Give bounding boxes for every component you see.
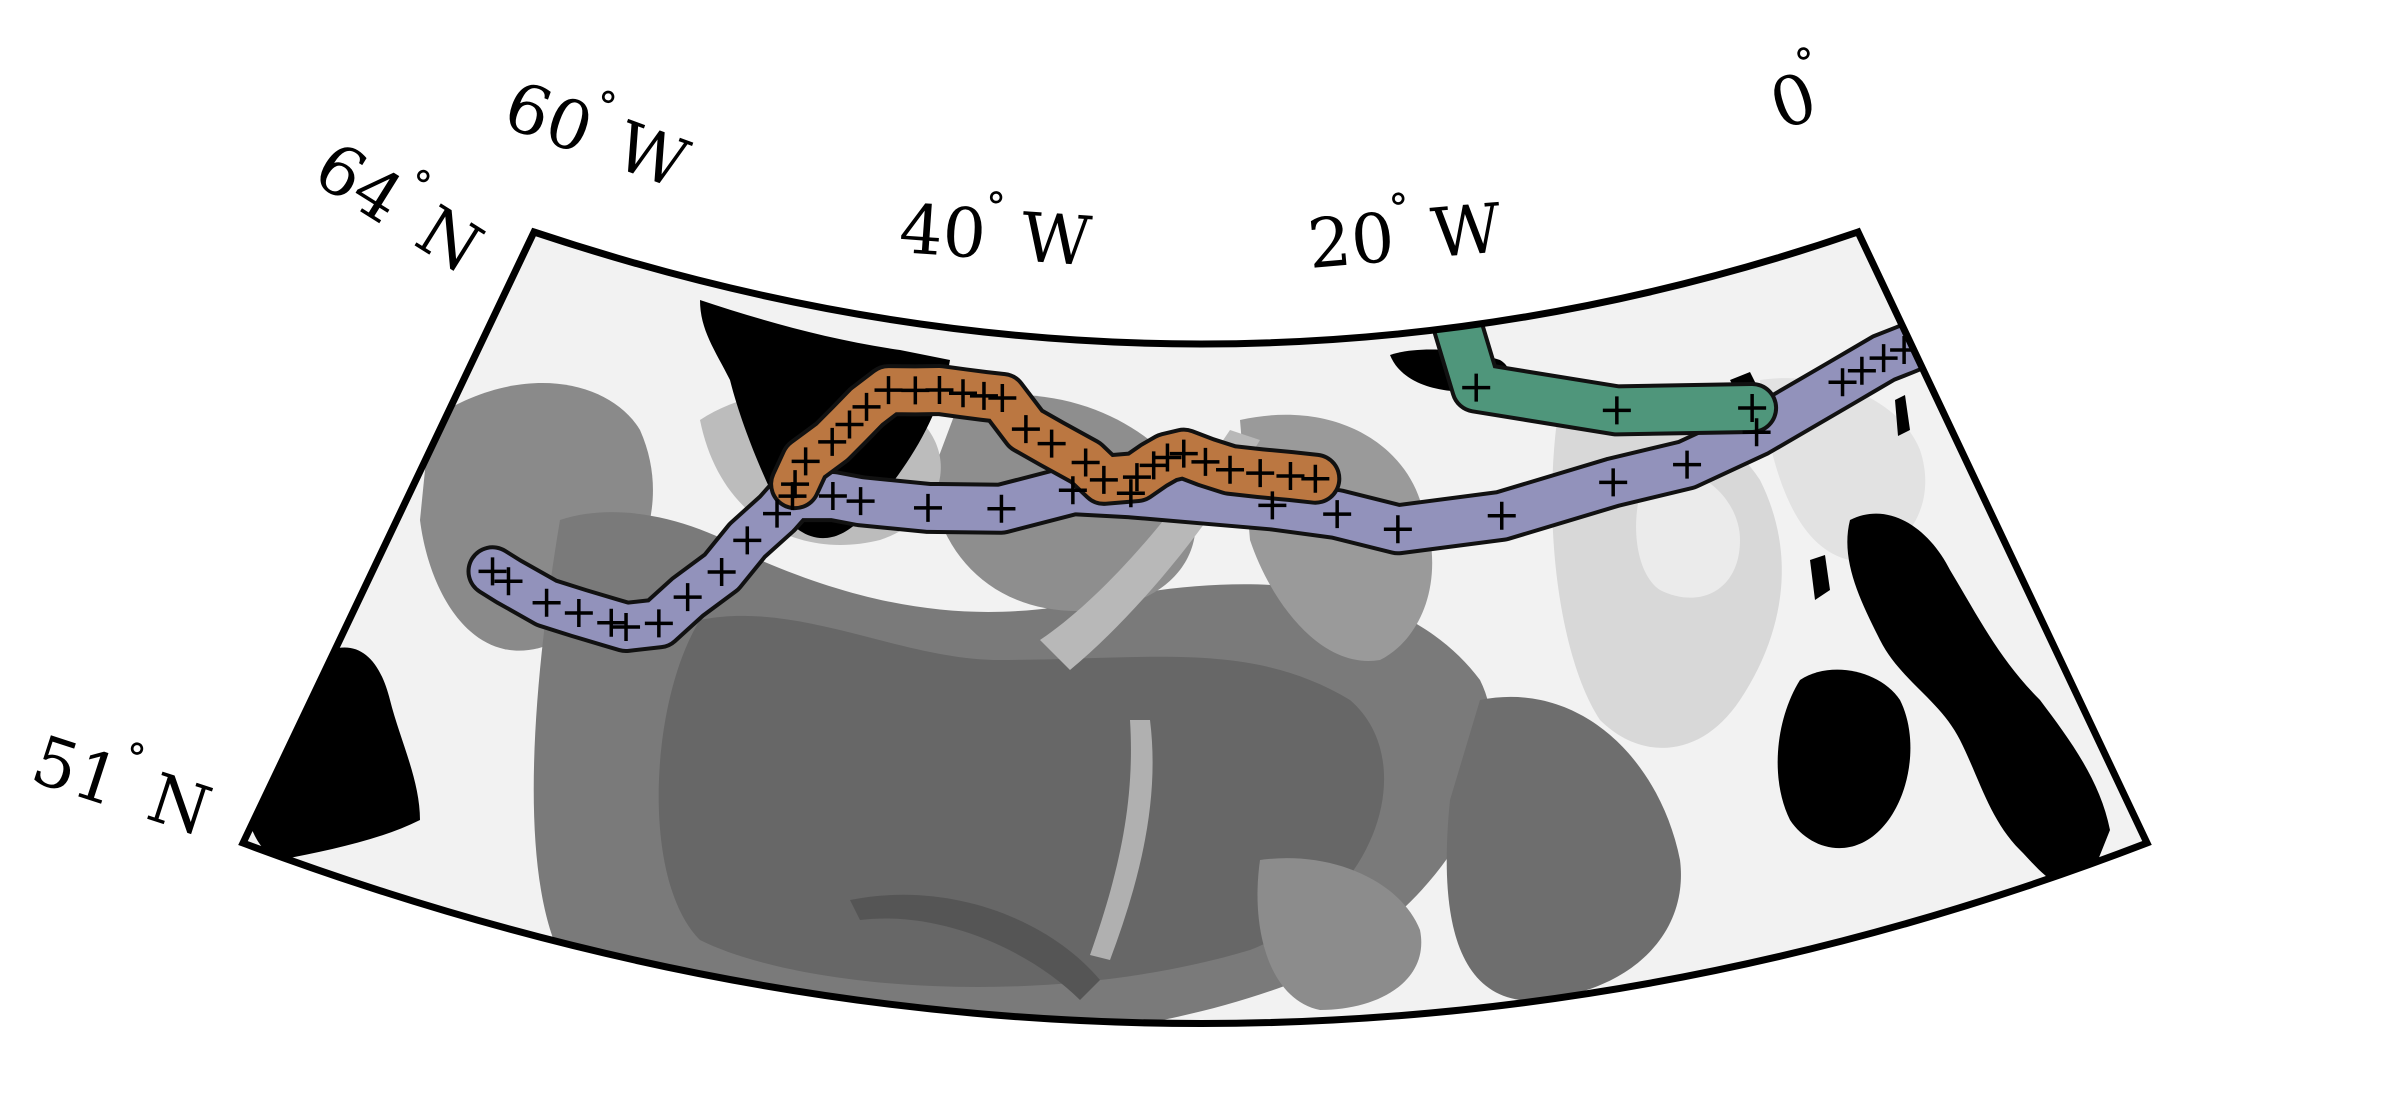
- station-marker-purple-9: [733, 526, 762, 555]
- station-marker-purple-32: [1993, 290, 2022, 319]
- station-marker-orange-11: [1011, 415, 1040, 444]
- lon-20w-degree: °: [1387, 185, 1411, 233]
- station-marker-purple-16: [1058, 476, 1087, 505]
- station-marker-orange-20: [1216, 455, 1245, 484]
- station-marker-orange-0: [781, 470, 810, 499]
- station-marker-purple-1: [494, 567, 523, 596]
- station-marker-purple-4: [597, 608, 626, 637]
- station-marker-orange-6: [901, 376, 930, 405]
- station-marker-orange-22: [1276, 462, 1305, 491]
- lon-40w-direction: W: [1019, 199, 1094, 283]
- lon-20w-number: 20: [1305, 199, 1398, 285]
- station-marker-purple-19: [1323, 500, 1352, 529]
- svg-text:°: °: [1387, 185, 1411, 233]
- svg-text:W: W: [1019, 199, 1094, 283]
- station-marker-purple-2: [532, 588, 561, 617]
- lon-60w-direction: W: [605, 107, 698, 205]
- station-marker-purple-7: [673, 583, 702, 612]
- station-marker-purple-8: [707, 557, 736, 586]
- track-band-green: [1428, 278, 1775, 433]
- svg-text:20: 20: [1305, 199, 1398, 285]
- station-marker-purple-22: [1599, 468, 1628, 497]
- great-britain: [1847, 513, 2110, 887]
- station-marker-orange-12: [1037, 429, 1066, 458]
- lon-label-60w: 60 ° W: [494, 67, 698, 206]
- shetland: [1895, 395, 1910, 436]
- station-marker-green-3: [1738, 394, 1767, 423]
- lat-label-51n: 51 ° N: [23, 721, 220, 853]
- lon-label-40w: 40 ° W: [897, 184, 1094, 283]
- svg-text:°: °: [984, 184, 1007, 231]
- station-marker-purple-17: [1116, 479, 1145, 508]
- station-marker-orange-8: [949, 379, 978, 408]
- station-marker-orange-13: [1071, 448, 1100, 477]
- station-marker-purple-24: [1742, 418, 1771, 447]
- svg-text:N: N: [403, 191, 495, 290]
- ireland: [1777, 669, 1911, 849]
- svg-text:64: 64: [301, 127, 416, 240]
- lat-51n-direction: N: [139, 759, 220, 853]
- station-marker-orange-7: [925, 375, 954, 404]
- map-frame: [238, 227, 2152, 1027]
- lon-20w-direction: W: [1428, 189, 1505, 274]
- station-marker-green-2: [1602, 396, 1631, 425]
- lat-label-64n: 64 ° N: [301, 127, 495, 290]
- station-marker-purple-31: [1956, 308, 1985, 337]
- svg-text:W: W: [1428, 189, 1505, 274]
- station-marker-green-0: [1436, 286, 1465, 315]
- station-marker-orange-5: [874, 376, 903, 405]
- lon-60w-number: 60: [494, 67, 602, 171]
- cruise-tracks: [466, 274, 2034, 653]
- station-marker-orange-23: [1301, 464, 1330, 493]
- station-marker-purple-14: [913, 493, 942, 522]
- station-marker-orange-4: [852, 392, 881, 421]
- station-marker-purple-30: [1935, 316, 1964, 345]
- station-marker-purple-12: [818, 482, 847, 511]
- station-marker-purple-23: [1673, 450, 1702, 479]
- hebrides: [1810, 555, 1830, 600]
- station-marker-purple-6: [644, 609, 673, 638]
- station-marker-orange-17: [1153, 443, 1182, 472]
- station-marker-purple-13: [846, 487, 875, 516]
- station-marker-orange-15: [1122, 463, 1151, 492]
- station-marker-purple-21: [1487, 501, 1516, 530]
- station-marker-purple-15: [987, 494, 1016, 523]
- station-marker-purple-26: [1847, 356, 1876, 385]
- svg-text:51: 51: [23, 721, 130, 823]
- lat-51n-number: 51: [23, 721, 130, 823]
- station-marker-purple-0: [478, 557, 507, 586]
- station-marker-purple-5: [612, 612, 641, 641]
- station-marker-orange-1: [791, 447, 820, 476]
- station-marker-purple-20: [1383, 515, 1412, 544]
- station-marker-purple-3: [564, 599, 593, 628]
- station-marker-orange-9: [969, 381, 998, 410]
- lon-label-20w: 20 ° W: [1305, 185, 1505, 285]
- lat-64n-number: 64: [301, 127, 416, 240]
- station-marker-purple-10: [763, 499, 792, 528]
- station-marker-orange-2: [818, 427, 847, 456]
- station-marker-orange-14: [1089, 465, 1118, 494]
- station-marker-green-1: [1462, 373, 1491, 402]
- lat-64n-direction: N: [403, 191, 495, 290]
- station-marker-orange-21: [1246, 459, 1275, 488]
- lon-label-0: 0 °: [1761, 39, 1827, 147]
- station-marker-purple-11: [778, 482, 807, 511]
- station-marker-purple-18: [1258, 491, 1287, 520]
- svg-text:W: W: [605, 107, 698, 205]
- station-marker-orange-18: [1169, 439, 1198, 468]
- lon-40w-degree: °: [984, 184, 1007, 231]
- svg-text:N: N: [139, 759, 220, 853]
- svg-text:40: 40: [897, 190, 989, 275]
- station-marker-orange-10: [988, 384, 1017, 413]
- station-marker-orange-19: [1191, 447, 1220, 476]
- svg-text:60: 60: [494, 67, 602, 171]
- station-marker-purple-27: [1869, 344, 1898, 373]
- station-marker-purple-25: [1828, 368, 1857, 397]
- lon-40w-number: 40: [897, 190, 989, 275]
- station-marker-orange-3: [835, 410, 864, 439]
